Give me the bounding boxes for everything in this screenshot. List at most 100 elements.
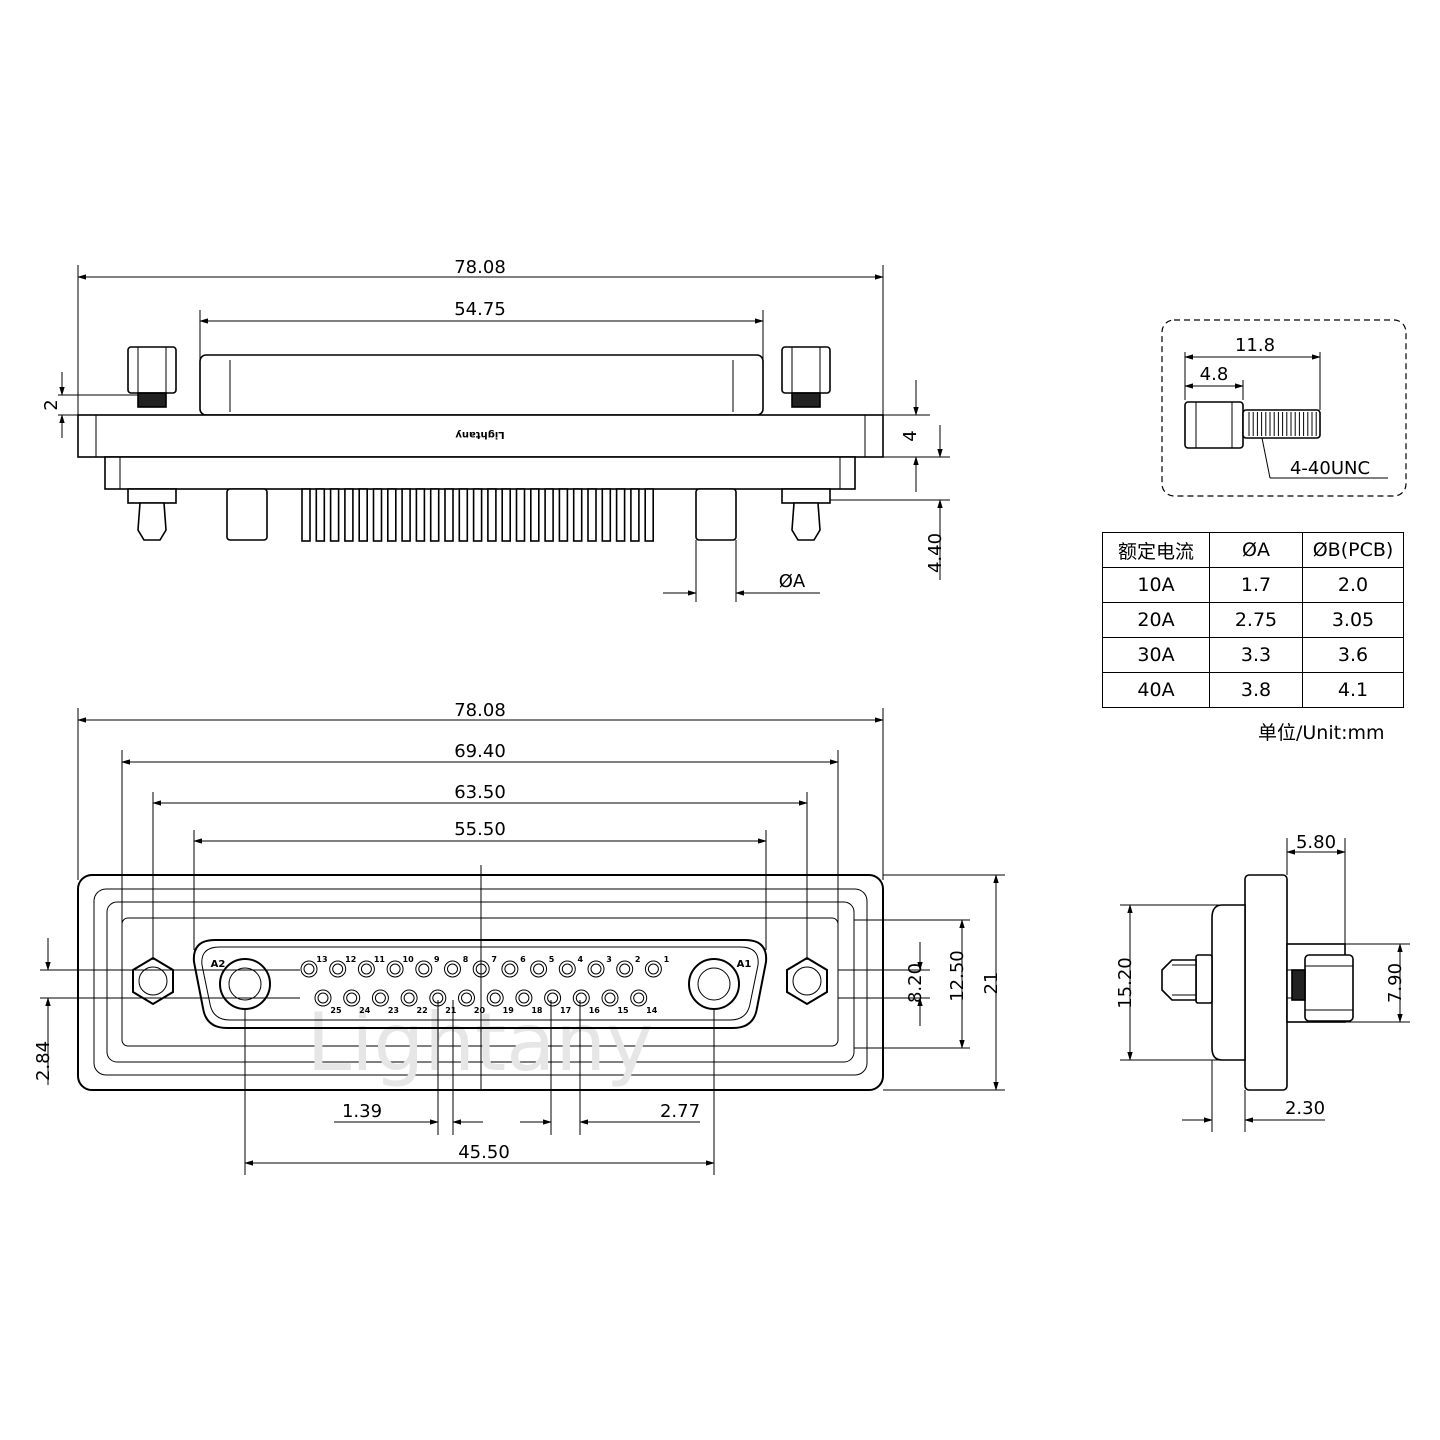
signal-pin [401, 488, 411, 542]
table-cell: 20A [1102, 602, 1210, 638]
signal-pin [386, 488, 397, 542]
pin-number-label: 9 [434, 955, 440, 964]
table-cell: 30A [1102, 637, 1210, 673]
outer-frame-dim: 69.40 [454, 741, 506, 762]
contact-cavity: 10 [386, 955, 415, 978]
pin-number-label: 8 [463, 955, 469, 964]
contact-cavity: 16 [572, 989, 600, 1015]
table-cell: 4.1 [1302, 672, 1404, 708]
contact-cavity: 3 [587, 955, 612, 978]
contact-cavity: 9 [415, 955, 440, 978]
signal-pin [372, 488, 383, 542]
pin-number-label: 25 [330, 1006, 342, 1015]
contact-cavity: 6 [501, 955, 526, 978]
contact-cavity: 22 [400, 989, 428, 1015]
table-cell: 40A [1102, 672, 1210, 708]
contact-cavity: 15 [601, 989, 629, 1015]
signal-pin [572, 488, 583, 542]
table-row: 10A 1.7 2.0 [1102, 567, 1404, 603]
row-spacing-dim: 8.20 [905, 963, 926, 1003]
pin-pitch-dim: 2.77 [660, 1101, 700, 1122]
signal-pin [587, 488, 597, 542]
table-cell: 3.05 [1302, 602, 1404, 638]
pin-number-label: 13 [316, 955, 327, 964]
pin-number-label: 17 [560, 1006, 571, 1015]
power-label-a2: A2 [211, 959, 226, 970]
contact-cavity: 2 [616, 955, 640, 978]
dsub-shell [199, 354, 764, 416]
signal-pin [344, 488, 354, 542]
pin-number-label: 10 [403, 955, 415, 964]
side-shell [1211, 904, 1246, 1061]
side-view: 5.80 15.20 7.90 2.30 [1115, 832, 1410, 1132]
table-row: 40A 3.8 4.1 [1102, 672, 1404, 708]
table-cell: 3.3 [1209, 637, 1303, 673]
flange-thickness-dim: 4 [900, 430, 921, 441]
pin-number-label: 18 [531, 1006, 543, 1015]
table-cell: 1.7 [1209, 567, 1303, 603]
signal-pin [429, 488, 440, 542]
row-offset-dim: 2.84 [33, 1041, 54, 1081]
board-lock-left [137, 502, 167, 541]
contact-cavity: 13 [300, 955, 328, 978]
pin-number-label: 1 [664, 955, 670, 964]
contact-cavity: 1 [644, 955, 670, 978]
pin-number-label: 12 [345, 955, 356, 964]
top-shell-width-dim: 54.75 [454, 299, 506, 320]
pin-number-label: 22 [417, 1006, 428, 1015]
standoff-height-dim: 2 [41, 399, 62, 410]
front-overall-width-dim: 78.08 [454, 700, 506, 721]
pin-number-label: 19 [503, 1006, 515, 1015]
mount-hole-pitch-dim: 63.50 [454, 782, 506, 803]
contact-cavity: 18 [515, 989, 543, 1015]
pin-number-label: 11 [374, 955, 386, 964]
mount-hole-right [786, 956, 828, 1006]
top-overall-width-dim: 78.08 [454, 257, 506, 278]
screw-length-dim: 11.8 [1235, 335, 1275, 356]
table-row: 30A 3.3 3.6 [1102, 637, 1404, 673]
signal-pin [358, 488, 369, 542]
signal-pins [301, 488, 655, 542]
mount-hole-left [132, 956, 174, 1006]
signal-pin [415, 488, 426, 542]
signal-pin [444, 488, 454, 542]
side-flange [1244, 874, 1288, 1091]
contact-cavity: 25 [314, 989, 342, 1015]
side-board-lock [1161, 954, 1213, 1004]
pin-number-label: 7 [491, 955, 497, 964]
table-cell: 2.75 [1209, 602, 1303, 638]
unit-label: 单位/Unit:mm [1258, 722, 1385, 744]
current-rating-table: 额定电流 ØA ØB(PCB) 10A 1.7 2.0 20A 2.75 3.0… [1102, 532, 1404, 708]
power-pitch-dim: 45.50 [458, 1142, 510, 1163]
overall-height-dim: 21 [981, 972, 1002, 995]
contact-cavity: 19 [486, 989, 515, 1015]
table-cell: 10A [1102, 567, 1210, 603]
contact-cavity: 20 [458, 989, 485, 1015]
side-depth-dim: 5.80 [1296, 832, 1336, 853]
half-pitch-dim: 1.39 [342, 1101, 382, 1122]
signal-pin [630, 488, 640, 542]
signal-pin [472, 488, 483, 542]
signal-pin [515, 488, 526, 542]
hex-height-dim: 7.90 [1385, 963, 1406, 1003]
signal-pin [315, 488, 326, 542]
standoff-right [781, 346, 831, 408]
contact-cavity: 7 [472, 955, 497, 978]
table-header: ØA [1209, 532, 1303, 568]
signal-pin [501, 488, 512, 542]
signal-pin [529, 488, 540, 542]
signal-pin [458, 488, 469, 542]
contact-cavity: 12 [329, 955, 356, 978]
side-standoff [1304, 954, 1354, 1022]
shell-width-dim: 55.50 [454, 819, 506, 840]
signal-pin [601, 488, 612, 542]
table-cell: 2.0 [1302, 567, 1404, 603]
contact-cavity: 24 [343, 989, 371, 1015]
power-cavity-a1: A1 [688, 958, 751, 1010]
pin-number-label: 14 [646, 1006, 658, 1015]
d-sub-shell-face [192, 939, 768, 1029]
signal-pin [544, 488, 554, 542]
pin-diameter-dim: ØA [779, 571, 806, 592]
top-view: 78.08 54.75 Lightany [41, 257, 950, 602]
